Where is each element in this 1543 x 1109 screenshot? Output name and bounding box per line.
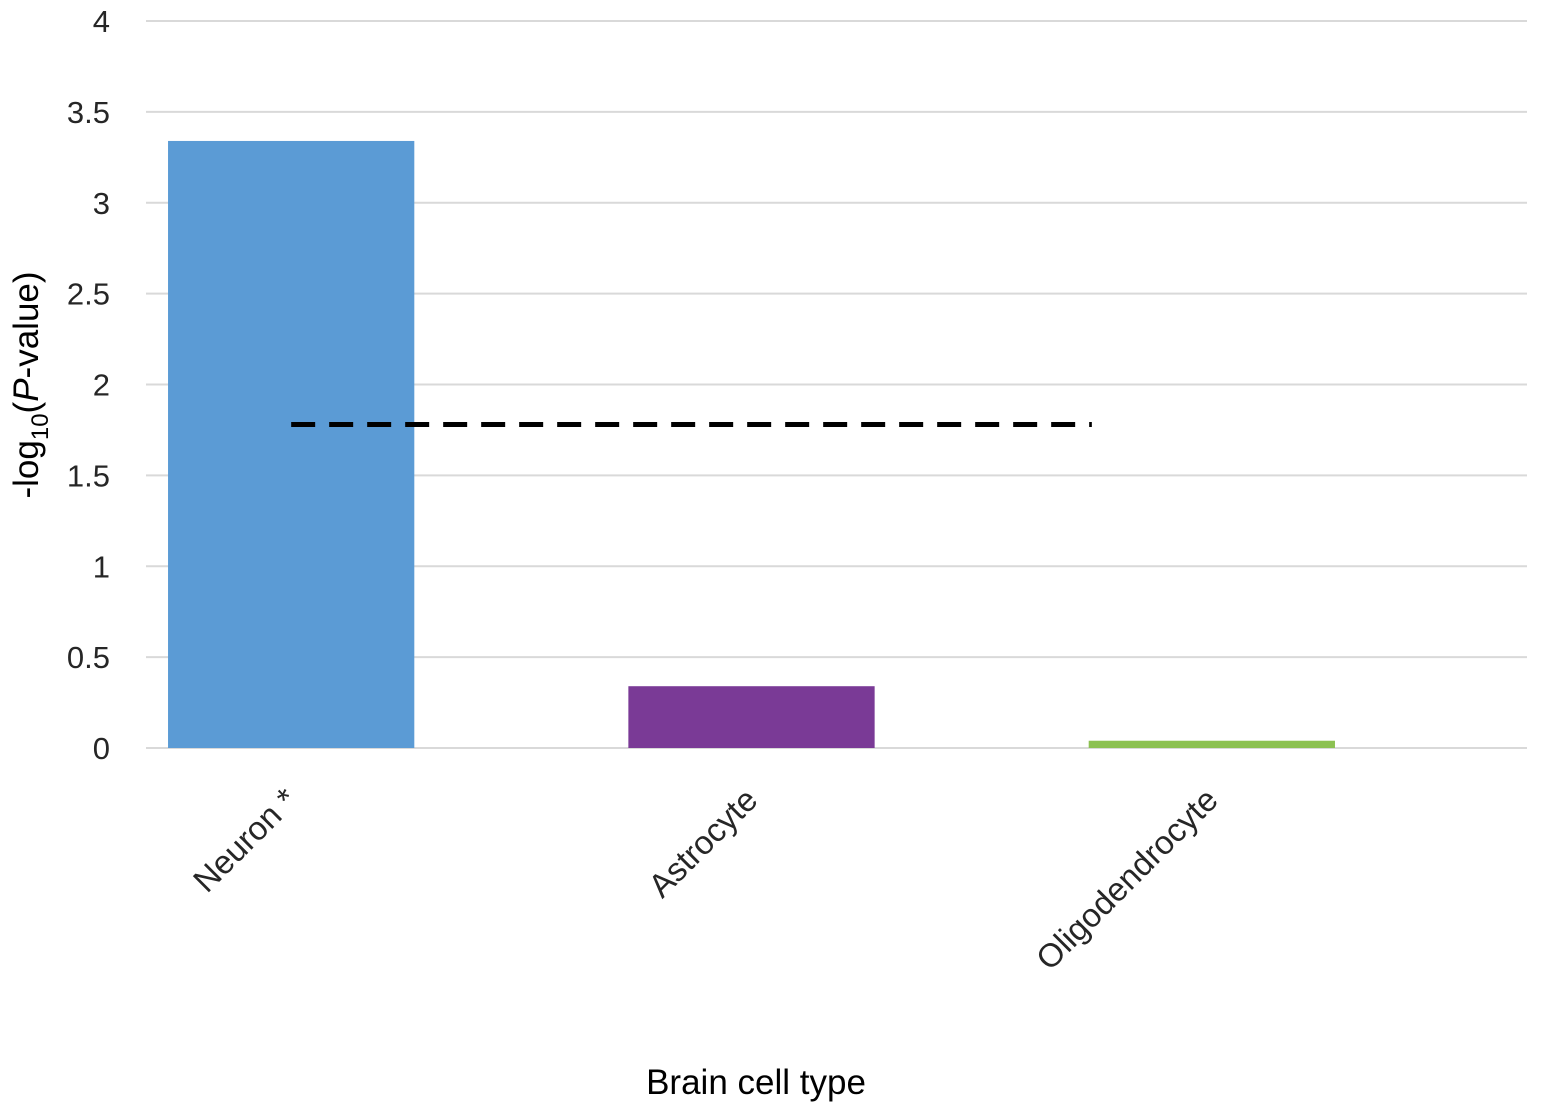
y-tick-label: 3 bbox=[93, 186, 110, 221]
y-tick-label: 2.5 bbox=[67, 277, 110, 312]
y-tick-label: 0.5 bbox=[67, 640, 110, 675]
y-tick-labels: 0 0.5 1 1.5 2 2.5 3 3.5 4 bbox=[67, 4, 110, 766]
category-label: Oligodendrocyte bbox=[1029, 781, 1225, 977]
y-tick-label: 1 bbox=[93, 549, 110, 584]
y-tick-label: 2 bbox=[93, 368, 110, 403]
category-label: Neuron * bbox=[186, 781, 304, 899]
y-axis-title-suffix: -value) bbox=[7, 271, 46, 378]
x-axis-title: Brain cell type bbox=[646, 1063, 866, 1102]
y-axis-title-subscript: 10 bbox=[27, 413, 54, 440]
y-axis-title: -log10(P-value) bbox=[7, 271, 54, 498]
category-label: Astrocyte bbox=[641, 781, 764, 904]
y-tick-label: 3.5 bbox=[67, 95, 110, 130]
bar bbox=[628, 686, 875, 748]
y-tick-label: 1.5 bbox=[67, 458, 110, 493]
bar bbox=[1088, 740, 1335, 748]
y-axis-title-italic: P bbox=[7, 378, 46, 402]
bar bbox=[168, 140, 415, 748]
y-tick-label: 0 bbox=[93, 731, 110, 766]
y-axis-title-open-paren: ( bbox=[7, 401, 46, 413]
category-labels: Neuron * Astrocyte Oligodendrocyte bbox=[186, 781, 1225, 977]
y-tick-label: 4 bbox=[93, 4, 110, 39]
y-axis-title-prefix: -log bbox=[7, 440, 46, 498]
bars bbox=[168, 140, 1335, 748]
